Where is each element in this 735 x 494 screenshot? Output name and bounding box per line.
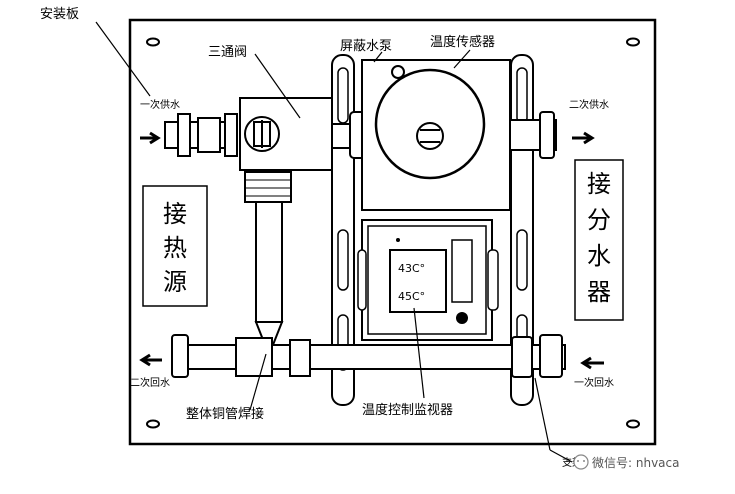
label-secondary-supply: 二次供水 — [569, 98, 609, 111]
label-mounting-plate: 安装板 — [40, 7, 79, 22]
label-copper-weld: 整体铜管焊接 — [186, 406, 264, 422]
heat-source-char: 源 — [163, 268, 187, 296]
monitor-screen — [389, 249, 447, 313]
heat-source-char: 热 — [163, 234, 187, 262]
label-shielded-pump: 屏蔽水泵 — [340, 39, 392, 54]
label-primary-return: 一次回水 — [574, 376, 614, 389]
label-three-way-valve: 三通阀 — [208, 45, 247, 60]
label-secondary-return: 二次回水 — [130, 376, 170, 389]
distributor-char: 器 — [587, 278, 611, 306]
arrow-right-icon — [140, 131, 161, 145]
mounting-hole — [626, 37, 640, 47]
distributor-char: 水 — [587, 242, 611, 270]
distributor-char: 分 — [587, 206, 611, 234]
flow-arrows — [139, 131, 604, 370]
arrow-left-icon — [580, 356, 604, 370]
label-temp-sensor: 温度传感器 — [430, 34, 495, 50]
bottom-pipe — [171, 334, 566, 378]
three-way-valve — [239, 97, 333, 171]
watermark: 微信号: nhvaca — [573, 454, 679, 470]
mounting-hole — [626, 419, 640, 429]
display-reading-1: 43C° — [398, 262, 425, 275]
watermark-text: 微信号: nhvaca — [592, 456, 679, 470]
mounting-plate — [128, 18, 657, 446]
mounting-hole — [146, 419, 160, 429]
temperature-monitor: 43C° 45C° — [357, 219, 499, 341]
shielded-pump — [361, 59, 511, 211]
mounting-hole — [146, 37, 160, 47]
vertical-copper-pipe — [244, 171, 292, 358]
heat-source-char: 接 — [163, 200, 187, 228]
display-reading-2: 45C° — [398, 290, 425, 303]
arrow-right-icon — [572, 131, 595, 145]
wechat-icon — [573, 454, 589, 470]
label-temp-controller: 温度控制监视器 — [362, 402, 453, 418]
leader-lines — [95, 21, 573, 463]
distributor-char: 接 — [587, 170, 611, 198]
arrow-left-icon — [139, 353, 162, 367]
distributor-box: 接 分 水 器 — [574, 159, 624, 321]
label-primary-supply: 一次供水 — [140, 98, 180, 111]
heat-source-box: 接 热 源 — [142, 185, 208, 307]
